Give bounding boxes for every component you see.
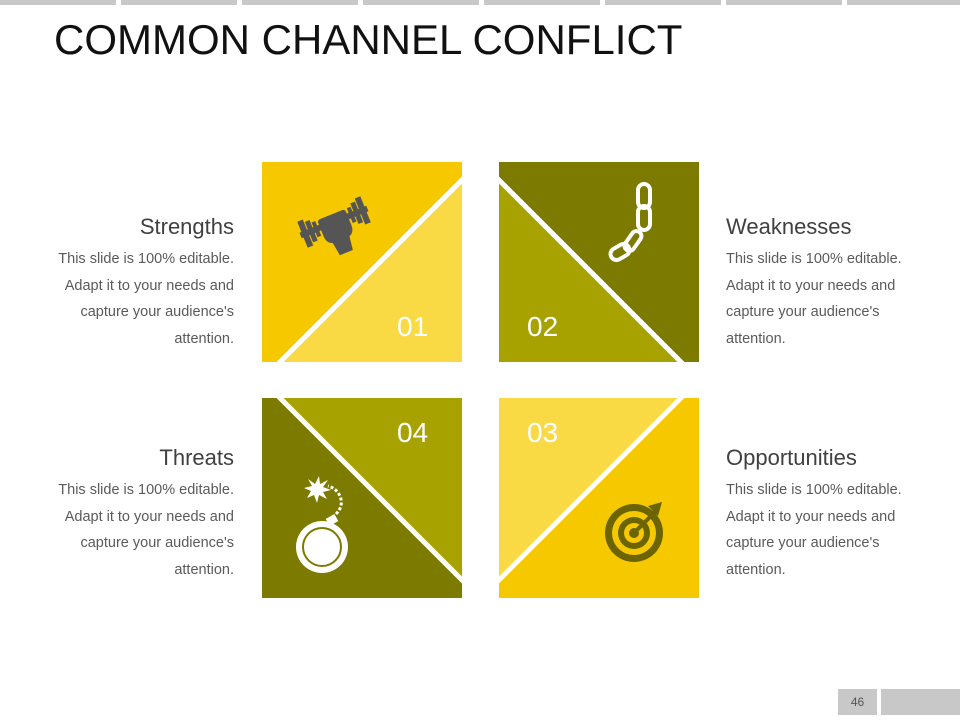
target-icon xyxy=(605,502,663,562)
quadrant-number-01: 01 xyxy=(397,311,429,342)
footer-bar xyxy=(881,689,960,715)
weaknesses-description: This slide is 100% editable. Adapt it to… xyxy=(726,251,902,347)
quadrant-02 xyxy=(479,162,699,382)
quadrant-04 xyxy=(262,378,482,598)
quadrant-01 xyxy=(262,162,482,382)
broken-chain-icon xyxy=(608,182,652,262)
page-title: COMMON CHANNEL CONFLICT xyxy=(54,16,683,63)
threats-heading: Threats xyxy=(159,445,234,470)
weightlifting-fist-icon xyxy=(297,196,371,256)
strengths-description: This slide is 100% editable. Adapt it to… xyxy=(58,251,234,347)
strengths-heading: Strengths xyxy=(139,214,234,239)
quadrant-number-04: 04 xyxy=(397,417,429,448)
quadrant-number-03: 03 xyxy=(527,417,559,448)
weaknesses-heading: Weaknesses xyxy=(726,214,852,239)
quadrant-03 xyxy=(479,378,699,598)
page-number: 46 xyxy=(838,689,877,715)
quadrant-number-02: 02 xyxy=(527,311,559,342)
opportunities-description: This slide is 100% editable. Adapt it to… xyxy=(726,482,902,578)
threats-description: This slide is 100% editable. Adapt it to… xyxy=(58,482,234,578)
opportunities-heading: Opportunities xyxy=(726,445,857,470)
swot-quadrant-graphic xyxy=(262,162,699,598)
top-progress-bar xyxy=(0,0,960,5)
bomb-icon xyxy=(296,476,348,573)
